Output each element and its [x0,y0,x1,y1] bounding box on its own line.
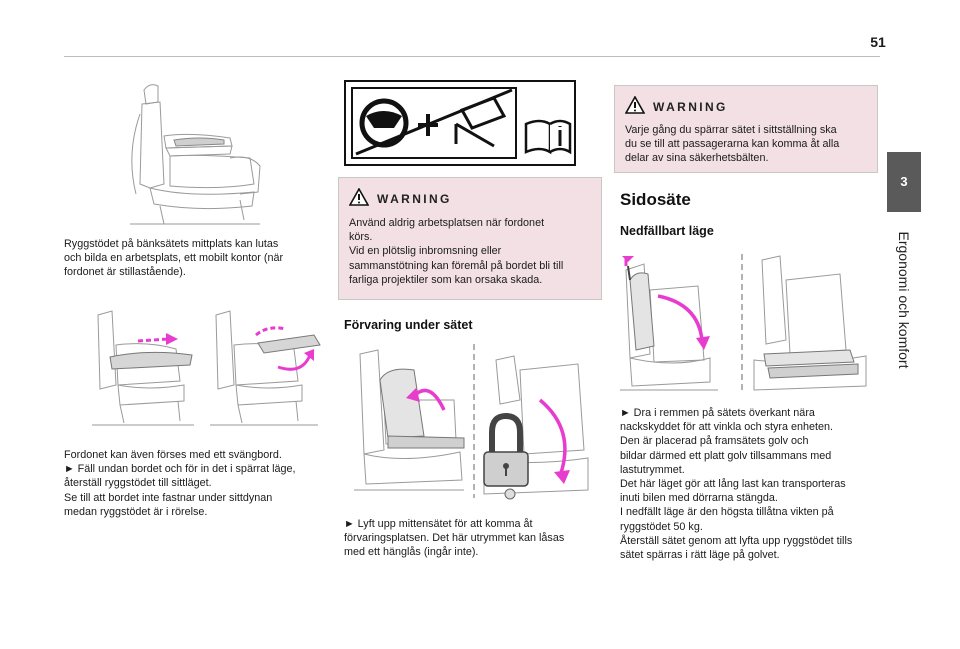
subheading-folded-position: Nedfällbart läge [620,224,714,238]
manual-book-icon [524,119,572,155]
figure-folding-side-seat [620,254,867,394]
warning-triangle-icon [625,96,645,114]
heading-under-seat-storage: Förvaring under sätet [344,318,473,332]
warning-text: Varje gång du spärrar sätet i sittställn… [625,124,840,165]
warning-text: Använd aldrig arbetsplatsen när fordonet… [349,217,564,286]
figure-under-seat-storage [354,344,589,500]
caption-work-table: Ryggstödet på bänksätets mittplats kan l… [64,238,284,279]
heading-side-seat: Sidosäte [620,190,691,209]
caption-under-seat-storage: ► Lyft upp mittensätet för att komma åt … [344,518,565,559]
chapter-title-text: Ergonomi och komfort [896,231,912,369]
warning-box-workplace: WARNING Använd aldrig arbetsplatsen när … [338,177,602,300]
figure-seat-work-table [130,84,261,225]
header-rule [64,56,880,57]
caption-folded-position: ► Dra i remmen på sätets överkant nära n… [620,407,853,562]
figure-swivel-table [92,310,321,426]
caption-swivel-table: Fordonet kan även förses med ett svängbo… [64,449,296,518]
pictogram-no-table-while-driving [344,80,576,166]
warning-title: WARNING [653,100,728,114]
page-number: 51 [870,34,886,50]
warning-title: WARNING [377,192,452,206]
steering-wheel-icon [359,98,409,148]
warning-triangle-icon [349,188,369,206]
chapter-title: Ergonomi och komfort [884,220,924,380]
warning-box-seatbelt: WARNING Varje gång du spärrar sätet i si… [614,85,878,173]
chapter-tab[interactable]: 3 [887,152,921,212]
padlock-icon [483,412,529,487]
